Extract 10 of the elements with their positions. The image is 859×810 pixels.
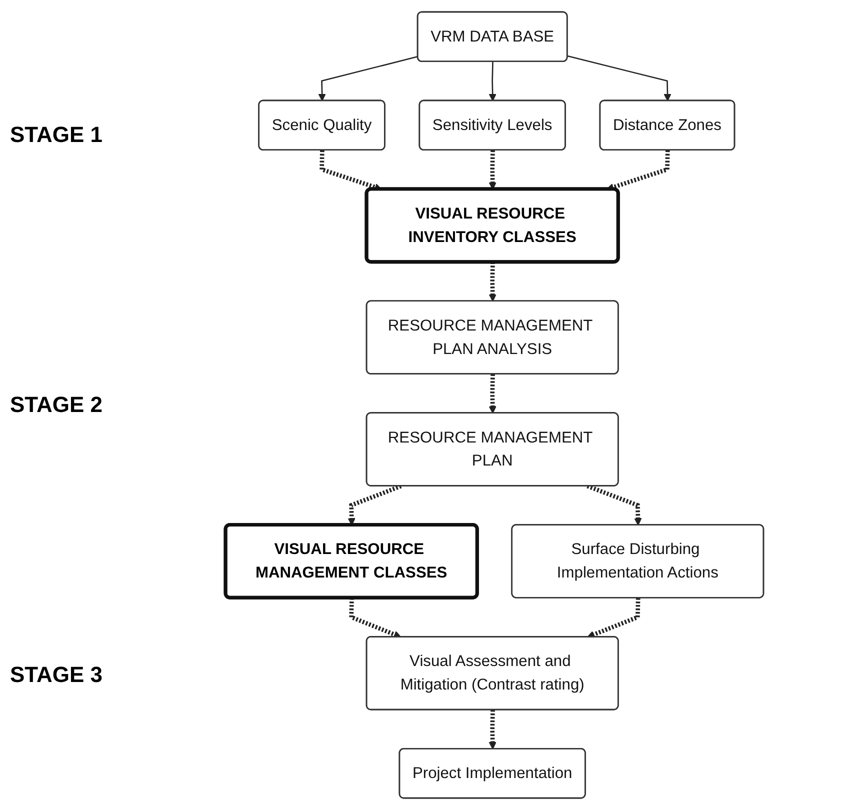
stage-label: STAGE 2 [10, 392, 104, 418]
arrow [488, 374, 496, 414]
arrow [488, 62, 496, 102]
stage-label: STAGE 1 [10, 122, 104, 148]
arrow [488, 710, 496, 750]
arrow [586, 484, 642, 526]
arrow [587, 598, 640, 638]
arrow [567, 55, 672, 102]
arrow [318, 56, 418, 102]
stage-label: STAGE 3 [10, 662, 104, 688]
